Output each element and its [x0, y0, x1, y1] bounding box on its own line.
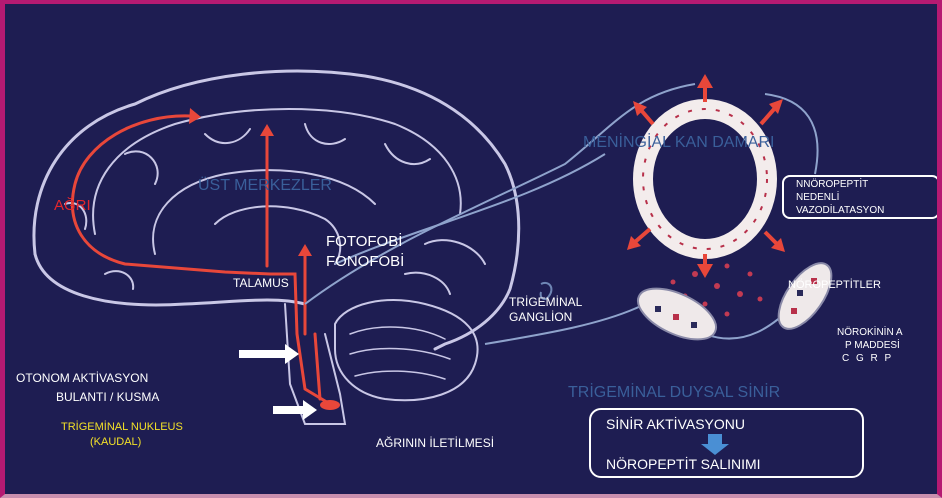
label-trigeminal-ganglion-1: TRİGEMİNAL — [509, 296, 582, 310]
label-fonofobi: FONOFOBİ — [326, 253, 404, 270]
activation-line1: SİNİR AKTİVASYONU — [606, 416, 745, 432]
meningeal-vessel — [643, 109, 767, 249]
label-meningial-kan-damari: MENİNGİAL KAN DAMARI — [583, 134, 774, 152]
label-trigeminal-ganglion-2: GANGLİON — [509, 311, 572, 325]
down-arrow-icon — [699, 434, 731, 456]
vasodilation-line3: VAZODİLATASYON — [796, 205, 884, 217]
pain-pathway — [72, 116, 330, 404]
label-noropeptitler: NÖROPEPTİTLER — [788, 279, 881, 292]
activation-box: SİNİR AKTİVASYONU NÖROPEPTİT SALINIMI — [589, 408, 864, 478]
label-trigeminal-nukleus: TRİGEMİNAL NUKLEUS — [61, 421, 183, 434]
ganglion-cells — [630, 255, 841, 350]
label-norokinin-a: NÖROKİNİN A — [837, 327, 903, 339]
label-fotofobi: FOTOFOBİ — [326, 233, 402, 250]
label-cgrp: C G R P — [842, 353, 893, 365]
label-agrinin-iletilmesi: AĞRININ İLETİLMESİ — [376, 437, 494, 451]
label-kaudal: (KAUDAL) — [90, 436, 141, 449]
label-otonom-aktivasyon: OTONOM AKTİVASYON — [16, 372, 148, 386]
label-bulanti-kusma: BULANTI / KUSMA — [56, 391, 159, 405]
vasodilation-box: NNÖROPEPTİT NEDENLİ VAZODİLATASYON — [782, 175, 940, 219]
vasodilation-line1: NNÖROPEPTİT — [796, 179, 868, 191]
label-ust-merkezler: ÜST MERKEZLER — [198, 177, 332, 195]
label-agri: AĞRI — [54, 197, 91, 214]
label-p-maddesi: P MADDESİ — [845, 340, 900, 352]
label-talamus: TALAMUS — [233, 277, 289, 291]
label-trigeminal-duysal-sinir: TRİGEMİNAL DUYSAL SİNİR — [568, 384, 780, 402]
vasodilation-line2: NEDENLİ — [796, 192, 839, 204]
activation-line2: NÖROPEPTİT SALINIMI — [606, 456, 761, 472]
